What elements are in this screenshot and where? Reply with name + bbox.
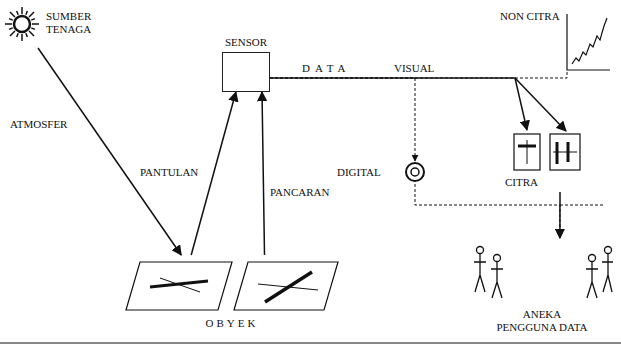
- object-parcels: [126, 262, 338, 310]
- image-node: CITRA: [505, 130, 590, 192]
- object-band: OBYEK: [120, 255, 344, 335]
- edge-label: PANCARAN: [268, 186, 332, 199]
- digital-node: DIGITAL: [335, 161, 430, 184]
- non-image-node: NON CITRA: [495, 8, 610, 70]
- node-label: OBYEK: [120, 317, 344, 330]
- connector: [270, 78, 415, 161]
- data-label: DATA: [300, 62, 352, 75]
- node-label: ANEKA PENGGUNA DATA: [492, 308, 592, 334]
- node-label: SENSOR: [225, 36, 267, 49]
- user-figures: [474, 247, 613, 299]
- energy-source: SUMBER TENAGA: [4, 4, 116, 48]
- image-frames: [514, 134, 580, 170]
- connector: [270, 78, 527, 130]
- output-line: [560, 205, 605, 206]
- non-image-graph: [567, 14, 610, 70]
- node-label: CITRA: [505, 176, 538, 189]
- connector: [415, 184, 560, 238]
- connector: [559, 192, 561, 238]
- node-label: SUMBER TENAGA: [46, 10, 112, 36]
- edge-label: ATMOSFER: [8, 118, 69, 131]
- visual-label: VISUAL: [392, 62, 436, 75]
- data-users: ANEKA PENGGUNA DATA: [470, 238, 615, 338]
- edge-label: PANTULAN: [138, 166, 200, 179]
- sensor-box: SENSOR: [222, 52, 270, 92]
- sun-symbol: [5, 7, 39, 41]
- connector: [38, 48, 181, 255]
- connector: [262, 92, 265, 255]
- bottom-rule: [0, 343, 621, 344]
- node-label: DIGITAL: [337, 166, 381, 179]
- branch-arrow: [515, 78, 566, 131]
- digital-symbol: [406, 163, 424, 181]
- node-label: NON CITRA: [500, 10, 560, 23]
